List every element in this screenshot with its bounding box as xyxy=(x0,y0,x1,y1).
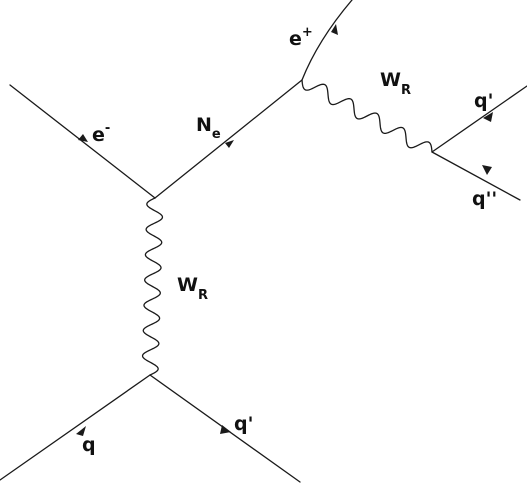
electron-incoming-line xyxy=(9,84,156,199)
positron-outgoing-line xyxy=(301,0,353,81)
label-quark-doubleprime: q'' xyxy=(472,188,497,210)
label-neutrino: Ne xyxy=(196,114,221,142)
label-w-bottom: WR xyxy=(177,274,208,303)
label-quark-prime-top: q' xyxy=(474,90,493,112)
quark-doubleprime-outgoing-line xyxy=(431,151,521,201)
electron-arrow xyxy=(78,134,88,142)
quark-incoming-arrow xyxy=(76,426,86,436)
label-quark-prime-bottom: q' xyxy=(234,413,253,435)
label-quark-incoming: q xyxy=(82,434,96,456)
label-electron: e- xyxy=(92,121,110,146)
neutrino-arrow xyxy=(225,140,234,148)
quark-incoming-line xyxy=(0,374,151,481)
w-boson-top-propagator xyxy=(301,79,433,153)
label-w-top: WR xyxy=(380,69,411,98)
neutrino-propagator-line xyxy=(154,79,303,199)
quark-prime-top-arrow xyxy=(483,112,493,122)
quark-prime-bottom-arrow xyxy=(220,425,231,434)
quark-doubleprime-arrow xyxy=(482,165,492,175)
positron-arrow xyxy=(331,24,338,35)
label-positron: e+ xyxy=(289,25,313,50)
w-boson-bottom-propagator xyxy=(141,197,164,376)
quark-prime-outgoing-top-line xyxy=(431,85,527,153)
